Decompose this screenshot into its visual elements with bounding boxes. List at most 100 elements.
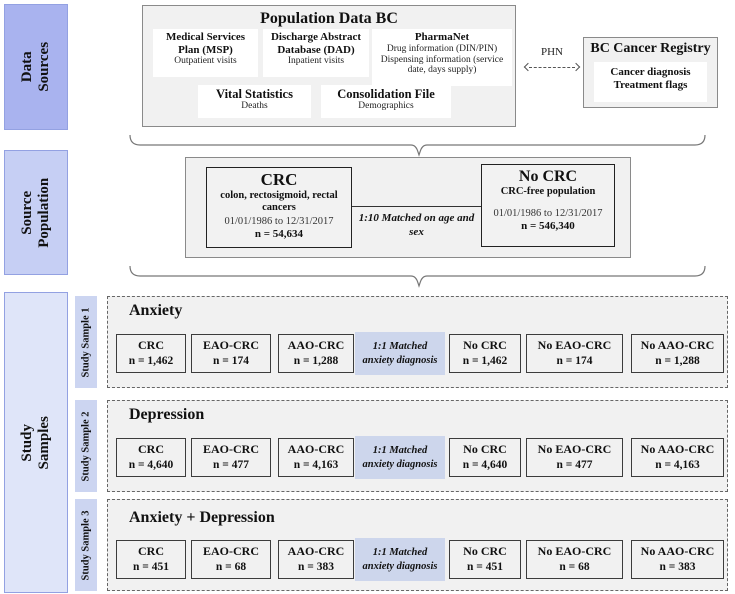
sample-2-crc-n: n = 4,640 bbox=[128, 458, 174, 471]
study-sample-1-box: Anxiety CRC n = 1,462 EAO-CRC n = 174 AA… bbox=[107, 296, 728, 388]
sample-3-match-band: 1:1 Matched anxiety diagnosis bbox=[355, 538, 445, 581]
consolidation-file-subtitle: Demographics bbox=[358, 101, 414, 112]
sample-3-heading: Anxiety + Depression bbox=[129, 509, 275, 526]
source-population-section-label: Source Population bbox=[4, 150, 68, 275]
data-sources-section-label: Data Sources bbox=[4, 4, 68, 130]
study-samples-section-label: Study Samples bbox=[4, 292, 68, 593]
crc-n: n = 54,634 bbox=[254, 228, 304, 240]
sample-2-no-eao-crc-box: No EAO-CRC n = 477 bbox=[526, 438, 623, 477]
study-sample-3-box: Anxiety + Depression CRC n = 451 EAO-CRC… bbox=[107, 499, 728, 591]
study-sample-2-strip: Study Sample 2 bbox=[75, 400, 97, 492]
study-sample-1-strip-label: Study Sample 1 bbox=[80, 306, 92, 378]
sample-1-crc-box: CRC n = 1,462 bbox=[116, 334, 186, 373]
sample-3-no-crc-box: No CRC n = 451 bbox=[449, 540, 521, 579]
pharmanet-title: PharmaNet bbox=[414, 31, 470, 43]
arrow-dashed-line bbox=[529, 66, 575, 68]
source-dad-box: Discharge Abstract Database (DAD) Inpati… bbox=[263, 29, 369, 77]
sample-3-aao-n: n = 383 bbox=[298, 560, 334, 573]
source-msp-box: Medical Services Plan (MSP) Outpatient v… bbox=[153, 29, 258, 77]
sample-3-no-eao-n: n = 68 bbox=[559, 560, 590, 573]
sample-1-no-aao-n: n = 1,288 bbox=[655, 354, 700, 367]
vital-statistics-subtitle: Deaths bbox=[241, 101, 268, 112]
sample-1-no-eao-crc-box: No EAO-CRC n = 174 bbox=[526, 334, 623, 373]
arrow-right-head bbox=[571, 62, 581, 72]
sample-3-crc-title: CRC bbox=[138, 544, 164, 559]
sample-2-aao-n: n = 4,163 bbox=[293, 458, 339, 471]
sample-3-crc-n: n = 451 bbox=[133, 560, 169, 573]
source-consolidation-file-box: Consolidation File Demographics bbox=[321, 85, 451, 118]
sample-1-no-eao-title: No EAO-CRC bbox=[537, 338, 612, 353]
study-samples-label-text: Study Samples bbox=[19, 415, 52, 470]
no-crc-population-box: No CRC CRC-free population 01/01/1986 to… bbox=[481, 164, 615, 247]
sample-2-no-eao-n: n = 477 bbox=[556, 458, 593, 471]
sample-1-no-aao-crc-box: No AAO-CRC n = 1,288 bbox=[631, 334, 724, 373]
sample-2-no-aao-n: n = 4,163 bbox=[655, 458, 700, 471]
crc-subtitle: colon, rectosigmoid, rectal cancers bbox=[220, 189, 338, 214]
registry-content-box: Cancer diagnosis Treatment flags bbox=[594, 62, 707, 102]
sample-1-no-crc-title: No CRC bbox=[463, 338, 507, 353]
data-sources-label-text: Data Sources bbox=[19, 42, 52, 92]
sample-2-no-aao-title: No AAO-CRC bbox=[640, 442, 715, 457]
sample-2-match-band: 1:1 Matched anxiety diagnosis bbox=[355, 436, 445, 479]
sample-1-no-aao-title: No AAO-CRC bbox=[640, 338, 715, 353]
sample-3-eao-title: EAO-CRC bbox=[203, 544, 259, 559]
sample-2-no-crc-n: n = 4,640 bbox=[462, 458, 508, 471]
population-data-bc-title: Population Data BC bbox=[260, 10, 398, 27]
registry-line-1: Cancer diagnosis bbox=[610, 66, 691, 78]
dad-subtitle: Inpatient visits bbox=[287, 56, 345, 67]
crc-title: CRC bbox=[260, 170, 298, 189]
source-population-box: CRC colon, rectosigmoid, rectal cancers … bbox=[185, 157, 631, 258]
crc-population-box: CRC colon, rectosigmoid, rectal cancers … bbox=[206, 167, 352, 248]
no-crc-title: No CRC bbox=[518, 168, 578, 185]
arrow-left-head bbox=[523, 62, 533, 72]
sample-3-crc-box: CRC n = 451 bbox=[116, 540, 186, 579]
source-population-label-text: Source Population bbox=[19, 177, 53, 248]
sample-3-eao-n: n = 68 bbox=[215, 560, 247, 573]
msp-title: Medical Services Plan (MSP) bbox=[165, 31, 246, 56]
no-crc-n: n = 546,340 bbox=[521, 220, 575, 233]
sample-1-eao-n: n = 174 bbox=[213, 354, 249, 367]
crc-period: 01/01/1986 to 12/31/2017 bbox=[224, 215, 334, 227]
sample-3-aao-title: AAO-CRC bbox=[287, 544, 345, 559]
sample-3-no-aao-n: n = 383 bbox=[659, 560, 696, 573]
study-sample-3-strip-label: Study Sample 3 bbox=[80, 509, 92, 581]
sample-3-no-aao-crc-box: No AAO-CRC n = 383 bbox=[631, 540, 724, 579]
bc-cancer-registry-box: BC Cancer Registry Cancer diagnosis Trea… bbox=[583, 37, 718, 108]
sample-3-eao-crc-box: EAO-CRC n = 68 bbox=[191, 540, 271, 579]
sample-2-crc-box: CRC n = 4,640 bbox=[116, 438, 186, 477]
sample-2-crc-title: CRC bbox=[138, 442, 164, 457]
sample-1-no-eao-n: n = 174 bbox=[556, 354, 593, 367]
sample-3-no-eao-title: No EAO-CRC bbox=[537, 544, 612, 559]
pharmanet-subtitle: Drug information (DIN/PIN) Dispensing in… bbox=[380, 43, 504, 76]
sample-2-eao-crc-box: EAO-CRC n = 477 bbox=[191, 438, 271, 477]
sample-1-eao-crc-box: EAO-CRC n = 174 bbox=[191, 334, 271, 373]
sample-2-no-eao-title: No EAO-CRC bbox=[537, 442, 612, 457]
sample-2-heading: Depression bbox=[129, 406, 205, 423]
sample-1-aao-crc-box: AAO-CRC n = 1,288 bbox=[278, 334, 354, 373]
population-data-bc-box: Population Data BC Medical Services Plan… bbox=[142, 5, 516, 127]
brace-source-population-to-study-samples bbox=[129, 265, 706, 288]
sample-3-aao-crc-box: AAO-CRC n = 383 bbox=[278, 540, 354, 579]
sample-1-aao-n: n = 1,288 bbox=[293, 354, 339, 367]
consolidation-file-title: Consolidation File bbox=[337, 87, 435, 101]
study-sample-2-strip-label: Study Sample 2 bbox=[80, 410, 92, 482]
study-sample-1-strip: Study Sample 1 bbox=[75, 296, 97, 388]
match-connector-line bbox=[352, 206, 481, 207]
sample-2-no-crc-box: No CRC n = 4,640 bbox=[449, 438, 521, 477]
sample-2-eao-title: EAO-CRC bbox=[203, 442, 259, 457]
msp-subtitle: Outpatient visits bbox=[174, 56, 237, 67]
sample-1-eao-title: EAO-CRC bbox=[203, 338, 259, 353]
sample-2-eao-n: n = 477 bbox=[213, 458, 249, 471]
sample-1-crc-n: n = 1,462 bbox=[128, 354, 174, 367]
sample-2-no-crc-title: No CRC bbox=[463, 442, 507, 457]
brace-data-sources-to-source-population bbox=[129, 134, 706, 157]
sample-3-no-eao-crc-box: No EAO-CRC n = 68 bbox=[526, 540, 623, 579]
sample-1-no-crc-box: No CRC n = 1,462 bbox=[449, 334, 521, 373]
phn-double-arrow-icon bbox=[523, 62, 581, 72]
bc-cancer-registry-title: BC Cancer Registry bbox=[590, 41, 711, 56]
study-sample-2-box: Depression CRC n = 4,640 EAO-CRC n = 477… bbox=[107, 400, 728, 492]
phn-link-label: PHN bbox=[540, 46, 563, 58]
match-ratio-note: 1:10 Matched on age and sex bbox=[358, 212, 475, 238]
dad-title: Discharge Abstract Database (DAD) bbox=[270, 31, 362, 56]
